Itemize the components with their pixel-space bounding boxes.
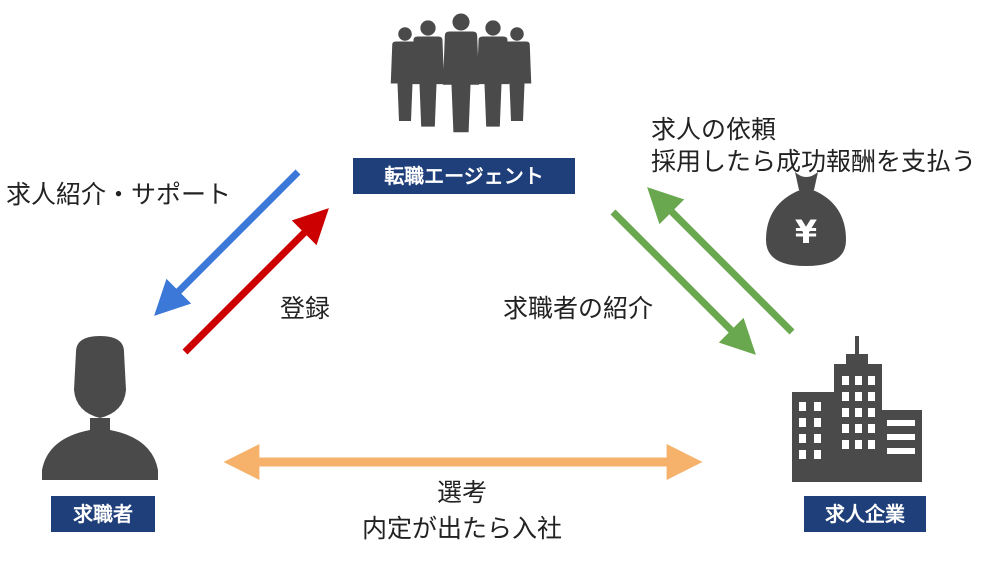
label-selection: 選考 [436,478,487,507]
arrow-agent-to-company [610,209,756,355]
business-group-icon [390,13,532,133]
label-offer-join: 内定が出たら入社 [361,514,562,543]
businessman-figure [476,20,510,127]
company-badge: 求人企業 [804,496,926,532]
label-agent-to-seeker: 求人紹介・サポート [6,180,232,209]
seeker-badge: 求職者 [51,496,155,532]
label-company-fee: 採用したら成功報酬を支払う [651,147,977,176]
office-building-icon [792,336,922,482]
label-company-request: 求人の依頼 [651,115,777,144]
label-agent-to-company: 求職者の紹介 [503,294,654,323]
arrow-seeker-to-agent [182,208,329,355]
businessman-figure [502,27,532,121]
yen-symbol: ¥ [795,213,817,251]
arrow-company-to-agent [647,187,795,335]
businessman-figure [442,13,480,133]
businessman-figure [390,27,420,121]
money-bag-icon: ¥ [766,172,846,266]
person-icon [42,336,158,480]
agent-badge: 転職エージェント [353,158,575,194]
arrow-agent-to-seeker [154,169,301,316]
businessman-figure [411,20,445,127]
label-seeker-to-agent: 登録 [280,294,331,323]
